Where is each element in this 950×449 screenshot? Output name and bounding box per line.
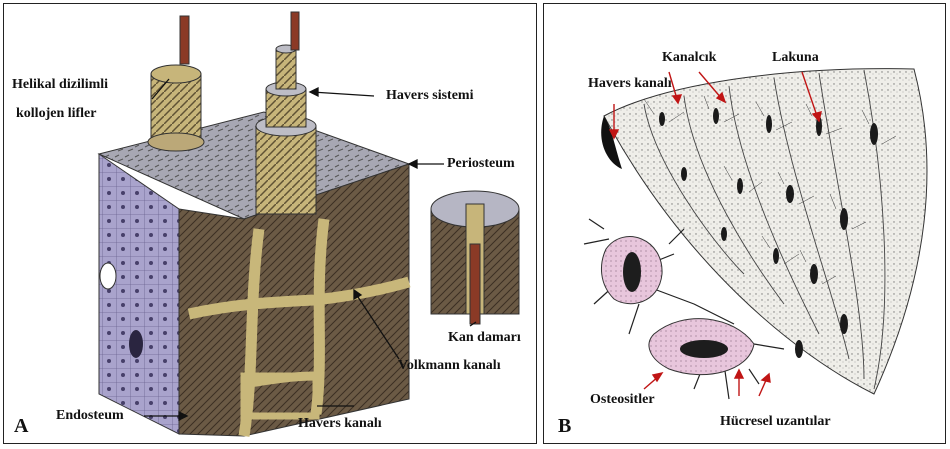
label-helical-line2: kollojen lifler bbox=[16, 106, 97, 123]
label-helical-line1: Helikal dizilimli bbox=[12, 77, 108, 94]
pointer-havers-system bbox=[312, 92, 374, 96]
label-periosteum: Periosteum bbox=[447, 156, 515, 173]
panel-letter-b: B bbox=[558, 414, 571, 438]
osteocyte-nucleus-2 bbox=[680, 340, 728, 358]
panel-letter-a: A bbox=[14, 414, 28, 438]
endosteum-hole bbox=[100, 263, 116, 289]
label-havers-canal-b: Havers kanalı bbox=[588, 76, 672, 93]
helical-collagen-column bbox=[151, 74, 201, 142]
vessel-left bbox=[180, 16, 189, 64]
label-blood-vessel: Kan damarı bbox=[448, 330, 521, 347]
osteon-section-illustration bbox=[544, 4, 946, 444]
vessel-center bbox=[291, 12, 299, 50]
arrow-periosteum bbox=[409, 160, 417, 168]
label-endosteum: Endosteum bbox=[56, 408, 124, 425]
label-cell-processes: Hücresel uzantılar bbox=[720, 414, 831, 431]
label-lacuna: Lakuna bbox=[772, 50, 819, 67]
label-canaliculus: Kanalcık bbox=[662, 50, 716, 67]
label-havers-canal: Havers kanalı bbox=[298, 416, 382, 433]
endosteum-pore bbox=[129, 330, 143, 358]
bone-block-illustration bbox=[4, 4, 537, 444]
helical-collagen-top bbox=[151, 65, 201, 83]
inset-blood-vessel bbox=[470, 244, 480, 324]
osteocyte-nucleus-1 bbox=[623, 252, 641, 292]
helical-collagen-base bbox=[148, 133, 204, 151]
arrow-havers-system bbox=[310, 88, 318, 96]
panel-b: Havers kanalı Kanalcık Lakuna Osteositle… bbox=[543, 3, 946, 444]
label-osteocytes: Osteositler bbox=[590, 392, 655, 409]
label-volkmann: Volkmann kanalı bbox=[398, 358, 501, 375]
arrow-process-2 bbox=[762, 374, 770, 382]
endosteum-surface bbox=[99, 154, 179, 434]
label-havers-system: Havers sistemi bbox=[386, 88, 473, 105]
havers-inner-lamella bbox=[276, 49, 296, 89]
arrow-process-1 bbox=[735, 370, 743, 378]
havers-outer-lamella bbox=[256, 126, 316, 214]
panel-a: Helikal dizilimli kollojen lifler Havers… bbox=[3, 3, 537, 444]
